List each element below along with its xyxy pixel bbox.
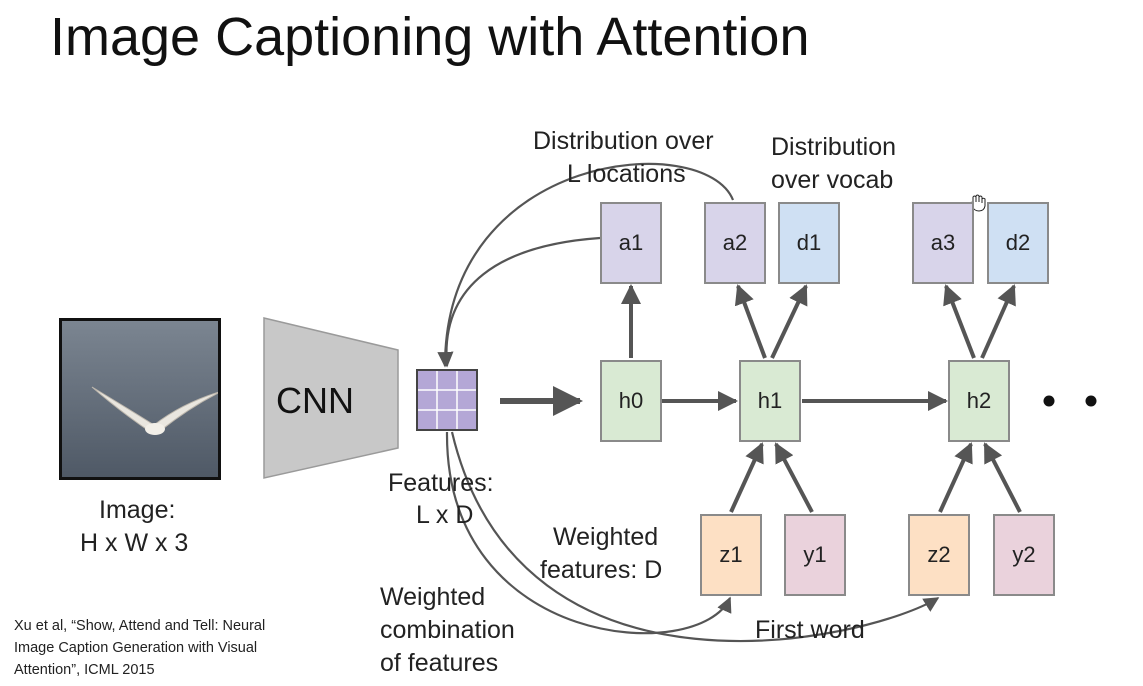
arrow-h1-to-d1 bbox=[770, 284, 808, 359]
label-dist-locations-line2: L locations bbox=[567, 160, 686, 188]
arrow-y2-to-h2 bbox=[983, 442, 1022, 513]
label-features-line1: Features: bbox=[388, 469, 494, 497]
cnn-label: CNN bbox=[276, 380, 354, 421]
node-z1: z1 bbox=[700, 514, 762, 596]
arrow-z2-to-h2 bbox=[938, 442, 973, 513]
label-image-line1: Image: bbox=[99, 496, 176, 524]
label-weighted-comb-line3: of features bbox=[380, 649, 499, 677]
node-h2: h2 bbox=[948, 360, 1010, 442]
node-y1: y1 bbox=[784, 514, 846, 596]
label-image-line2: H x W x 3 bbox=[80, 529, 189, 557]
arrow-h2-to-a3 bbox=[943, 284, 976, 359]
label-weighted-comb-line1: Weighted bbox=[380, 583, 486, 611]
arrow-z1-to-h1 bbox=[729, 442, 764, 513]
feature-grid bbox=[416, 369, 478, 431]
node-h1: h1 bbox=[739, 360, 801, 442]
node-a2: a2 bbox=[704, 202, 766, 284]
node-h0: h0 bbox=[600, 360, 662, 442]
node-d1: d1 bbox=[778, 202, 840, 284]
label-weighted-features-line2: features: D bbox=[540, 556, 663, 584]
node-d2: d2 bbox=[987, 202, 1049, 284]
curve-features-to-z2 bbox=[450, 431, 940, 643]
cnn-block bbox=[263, 317, 399, 479]
bird-photo-icon bbox=[62, 321, 218, 477]
label-weighted-features-line1: Weighted bbox=[553, 523, 659, 551]
curve-a2-to-features bbox=[437, 162, 735, 368]
label-dist-vocab-line1: Distribution bbox=[771, 133, 897, 161]
label-dist-locations-line1: Distribution over bbox=[533, 127, 714, 155]
node-z2: z2 bbox=[908, 514, 970, 596]
curve-a1-to-features bbox=[438, 236, 601, 368]
citation: Xu et al, “Show, Attend and Tell: Neural… bbox=[14, 615, 314, 681]
node-a1: a1 bbox=[600, 202, 662, 284]
citation-line2: Image Caption Generation with Visual bbox=[14, 640, 258, 656]
citation-line3: Attention”, ICML 2015 bbox=[14, 662, 155, 678]
label-dist-vocab-line2: over vocab bbox=[771, 166, 894, 194]
slide-title: Image Captioning with Attention bbox=[50, 7, 810, 67]
input-image bbox=[59, 318, 221, 480]
arrow-y1-to-h1 bbox=[774, 442, 814, 513]
citation-line1: Xu et al, “Show, Attend and Tell: Neural bbox=[14, 618, 266, 634]
label-first-word: First word bbox=[755, 616, 865, 644]
ellipsis-dot-1 bbox=[1043, 395, 1055, 407]
ellipsis-dot-2 bbox=[1085, 395, 1097, 407]
label-weighted-comb-line2: combination bbox=[380, 616, 515, 644]
curve-features-to-z1 bbox=[445, 431, 732, 635]
node-a3: a3 bbox=[912, 202, 974, 284]
arrow-h2-to-d2 bbox=[980, 284, 1016, 359]
arrow-h1-to-a2 bbox=[734, 284, 767, 359]
node-y2: y2 bbox=[993, 514, 1055, 596]
label-features-line2: L x D bbox=[416, 501, 474, 529]
